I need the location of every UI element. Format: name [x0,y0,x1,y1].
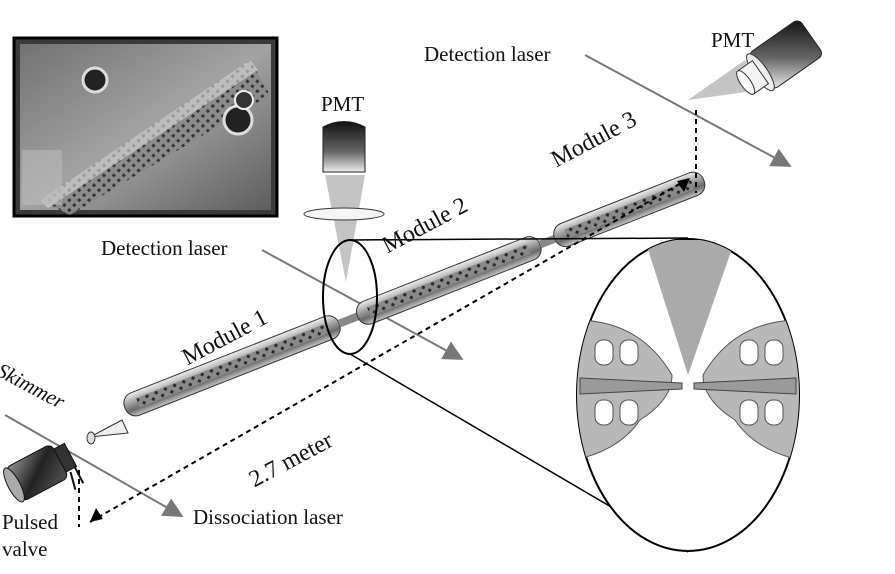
detection-laser-top-label: Detection laser [424,42,551,66]
length-dimension-line [89,177,691,523]
pmt-mid-detector [303,121,385,282]
decelerator-tube [123,171,706,417]
pmt-top-detector [688,20,822,100]
zoomed-detail [576,238,800,552]
dissociation-laser-label: Dissociation laser [193,505,343,529]
pmt-top-label: PMT [711,28,755,52]
detection-laser-mid-label: Detection laser [101,236,228,260]
apparatus-photo [12,36,279,218]
zoom-line-top [349,237,689,241]
pulsed-valve [3,442,85,503]
detection-laser-top-beam [584,54,792,167]
pulsed-valve-label-line1: Pulsed [2,510,59,534]
dissociation-laser-beam [4,414,184,517]
pmt-mid-label: PMT [321,92,365,116]
length-arrow-start [90,508,103,522]
length-arrow-end [677,178,690,192]
skimmer-cone [86,419,129,445]
pulsed-valve-label-line2: valve [2,537,48,561]
